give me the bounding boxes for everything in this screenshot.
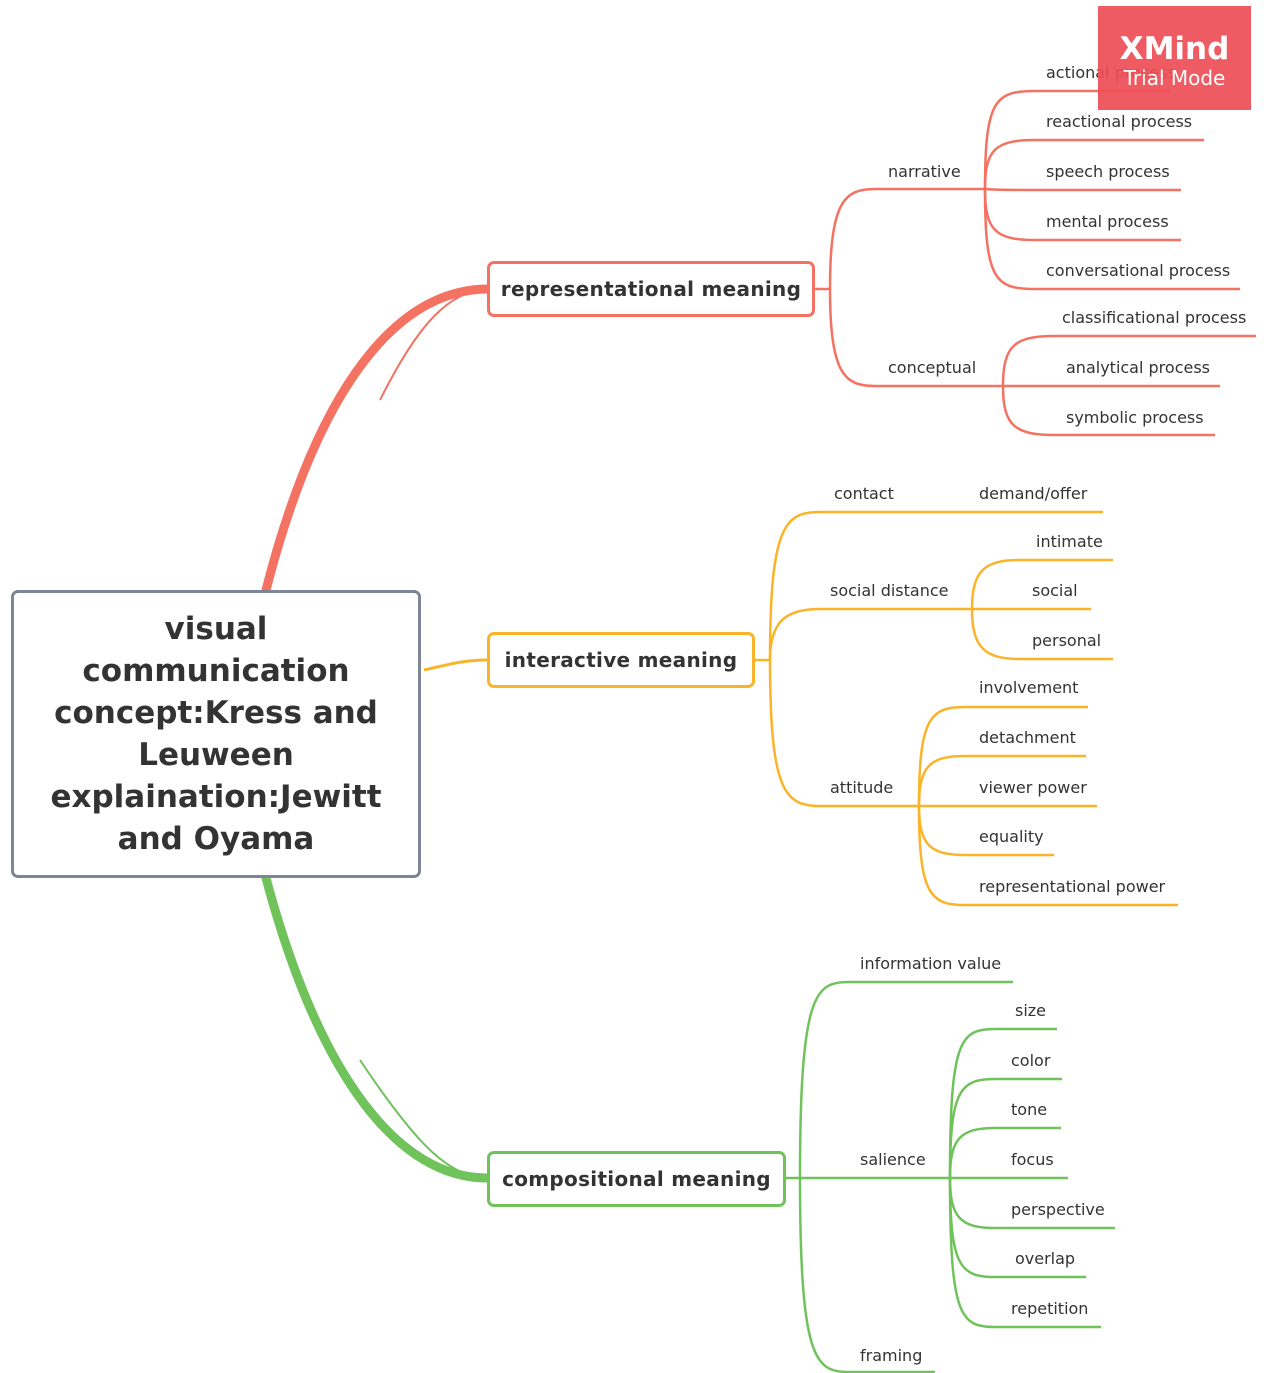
- subtopic-overlap[interactable]: overlap: [1015, 1249, 1076, 1268]
- topic-interactive-meaning[interactable]: interactive meaning: [487, 632, 755, 688]
- subtopic-framing[interactable]: framing: [860, 1346, 923, 1365]
- topic-label: interactive meaning: [504, 648, 738, 672]
- subtopic-salience[interactable]: salience: [860, 1150, 926, 1169]
- subtopic-contact[interactable]: contact: [834, 484, 894, 503]
- subtopic-social[interactable]: social: [1032, 581, 1078, 600]
- subtopic-symbolic-process[interactable]: symbolic process: [1066, 408, 1204, 427]
- subtopic-mental-process[interactable]: mental process: [1046, 212, 1169, 231]
- subtopic-viewer-power[interactable]: viewer power: [979, 778, 1087, 797]
- link-root-interactive: [423, 658, 488, 672]
- subtopic-speech-process[interactable]: speech process: [1046, 162, 1170, 181]
- subtopic-focus[interactable]: focus: [1011, 1150, 1054, 1169]
- link-root-representational: [261, 284, 492, 595]
- subtopic-intimate[interactable]: intimate: [1036, 532, 1103, 551]
- topic-representational-meaning[interactable]: representational meaning: [487, 261, 815, 317]
- subtopic-tone[interactable]: tone: [1011, 1100, 1048, 1119]
- watermark-subtitle: Trial Mode: [1123, 66, 1226, 90]
- subtopic-information-value[interactable]: information value: [860, 954, 1002, 973]
- subtopic-demand-offer[interactable]: demand/offer: [979, 484, 1088, 503]
- subtopic-attitude[interactable]: attitude: [830, 778, 894, 797]
- subtopic-color[interactable]: color: [1011, 1051, 1051, 1070]
- subtopic-representational-power[interactable]: representational power: [979, 877, 1166, 896]
- watermark-title: XMind: [1119, 31, 1230, 67]
- subtopic-conceptual[interactable]: conceptual: [888, 358, 977, 377]
- topic-label: representational meaning: [500, 277, 802, 301]
- subtopic-perspective[interactable]: perspective: [1011, 1200, 1105, 1219]
- subtopic-personal[interactable]: personal: [1032, 631, 1102, 650]
- subtopic-equality[interactable]: equality: [979, 827, 1044, 846]
- subtopic-conversational-process[interactable]: conversational process: [1046, 261, 1231, 280]
- subtopic-detachment[interactable]: detachment: [979, 728, 1076, 747]
- link-root-compositional: [261, 873, 492, 1183]
- subtopic-analytical-process[interactable]: analytical process: [1066, 358, 1210, 377]
- subtopic-narrative[interactable]: narrative: [888, 162, 961, 181]
- subtopic-social-distance[interactable]: social distance: [830, 581, 949, 600]
- topic-compositional-meaning[interactable]: compositional meaning: [487, 1151, 786, 1207]
- subtopic-classificational-process[interactable]: classificational process: [1062, 308, 1247, 327]
- central-topic[interactable]: visual communication concept:Kress and L…: [11, 590, 421, 878]
- subtopic-reactional-process[interactable]: reactional process: [1046, 112, 1193, 131]
- xmind-trial-watermark: XMind Trial Mode: [1098, 6, 1251, 110]
- subtopic-repetition[interactable]: repetition: [1011, 1299, 1089, 1318]
- subtopic-size[interactable]: size: [1015, 1001, 1047, 1020]
- subtopic-involvement[interactable]: involvement: [979, 678, 1079, 697]
- central-topic-label: visual communication concept:Kress and L…: [50, 611, 382, 857]
- topic-label: compositional meaning: [502, 1167, 771, 1191]
